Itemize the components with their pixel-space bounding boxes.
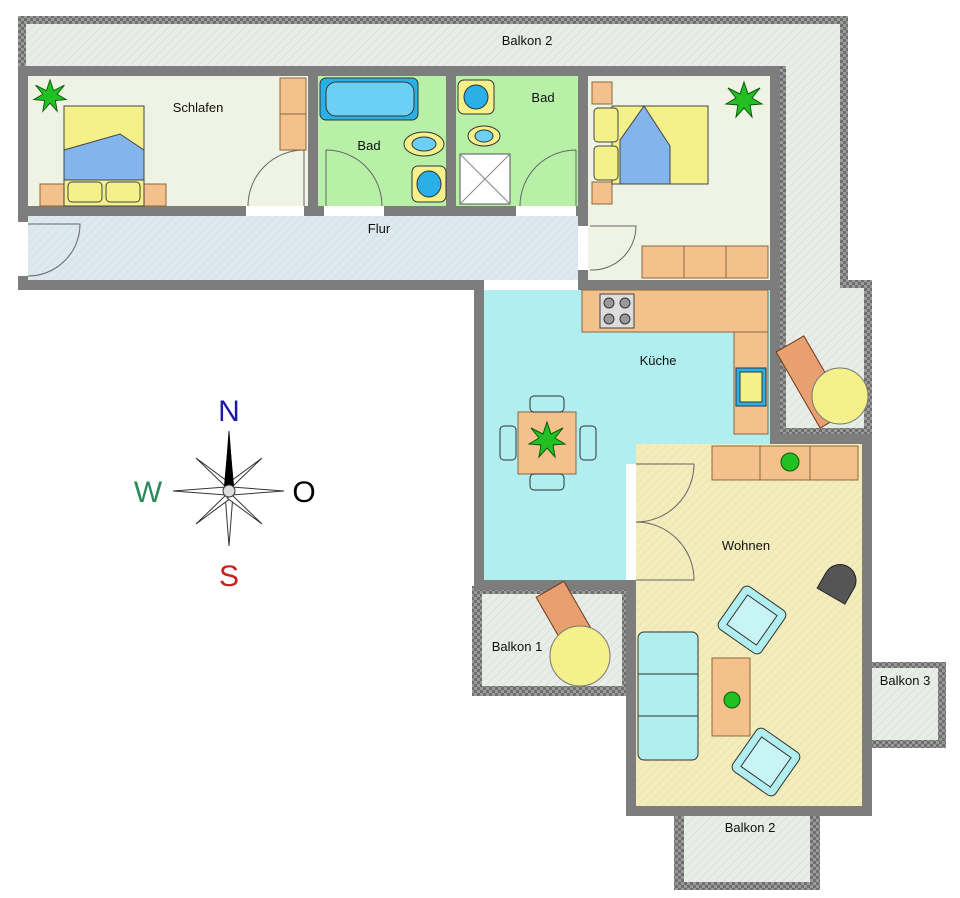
umbrella-2 [549, 625, 611, 687]
balkon-2-top-area [26, 24, 864, 428]
label-balkon-2-bottom: Balkon 2 [725, 820, 776, 835]
stove [599, 293, 635, 329]
compass-east: O [292, 476, 315, 509]
label-balkon-2-top: Balkon 2 [502, 33, 553, 48]
label-flur: Flur [368, 221, 391, 236]
compass-rose: N S W O [134, 395, 316, 593]
label-balkon-3: Balkon 3 [880, 673, 931, 688]
label-kueche: Küche [640, 353, 677, 368]
compass-south: S [219, 560, 239, 593]
flur-hall [28, 216, 578, 280]
fireplace-icon [816, 564, 857, 605]
label-wohnen: Wohnen [722, 538, 770, 553]
compass-west: W [134, 476, 163, 509]
label-balkon-1: Balkon 1 [492, 639, 543, 654]
tv-board [711, 445, 859, 481]
armchair-1 [717, 585, 787, 655]
sideboard [641, 245, 769, 279]
label-bad-1: Bad [357, 138, 380, 153]
armchair-2 [731, 727, 801, 797]
umbrella-1 [811, 367, 869, 425]
label-bad-2: Bad [531, 90, 554, 105]
balkon-3-area [872, 668, 938, 740]
balkon-2-bottom-area [684, 812, 810, 882]
sofa [637, 631, 699, 761]
label-schlafen: Schlafen [173, 100, 224, 115]
compass-north: N [218, 395, 240, 428]
